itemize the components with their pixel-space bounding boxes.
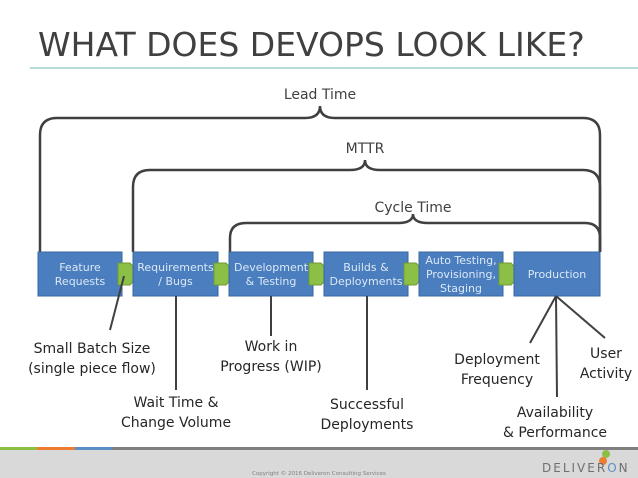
annotation-text: Progress (WIP) — [220, 359, 322, 375]
annotation-text: Frequency — [461, 372, 533, 388]
bracket-label-lead-time: Lead Time — [284, 87, 356, 103]
brackets — [38, 105, 602, 252]
stage-rect — [132, 251, 219, 297]
footer-accent-green — [0, 447, 37, 450]
stage-label: Provisioning, — [426, 268, 496, 281]
annotation-text: Work in — [245, 339, 298, 355]
connector-line — [109, 275, 125, 331]
connector-line — [529, 295, 557, 344]
svg-text:DELIVERON: DELIVERON — [542, 461, 630, 475]
annotation-text: Change Volume — [121, 415, 231, 431]
stage-box: Auto Testing,Provisioning,Staging — [418, 251, 504, 297]
page-title: WHAT DOES DEVOPS LOOK LIKE? — [38, 25, 585, 64]
metric-annotation: Work in Progress (WIP) — [220, 339, 322, 375]
stage-label: Builds & — [343, 261, 389, 274]
connector-line — [555, 295, 558, 398]
stage-label: Requirements — [137, 261, 214, 274]
connector-line — [555, 295, 606, 339]
stage-label: Feature — [59, 261, 101, 274]
annotation-text: & Performance — [503, 425, 607, 441]
bracket-label-cycle-time: Cycle Time — [375, 200, 452, 216]
stage-label: Staging — [440, 282, 482, 295]
stage-box: Production — [513, 251, 601, 297]
annotations: Small Batch Size (single piece flow) Wait … — [28, 339, 632, 441]
stage-label: / Bugs — [158, 275, 193, 288]
stage-box: Builds &Deployments — [323, 251, 409, 297]
copyright: Copyright © 2016 Deliveron Consulting Se… — [252, 470, 386, 477]
annotation-text: Deployments — [321, 417, 414, 433]
annotation-text: Wait Time & — [134, 395, 219, 411]
stage-label: Production — [528, 268, 587, 281]
stage-rect — [37, 251, 123, 297]
annotation-text: Small Batch Size — [34, 341, 151, 357]
annotation-text: User — [590, 346, 622, 362]
footer-accent-orange — [37, 447, 75, 450]
footer-accent-blue — [75, 447, 112, 450]
cycle-time-bracket — [228, 213, 602, 252]
annotation-text: Successful — [330, 397, 404, 413]
stage-label: Deployments — [329, 275, 402, 288]
mttr-bracket — [131, 159, 602, 252]
lead-time-bracket — [38, 105, 602, 252]
stage-label: Development — [234, 261, 309, 274]
stage-rect — [323, 251, 409, 297]
stage-label: & Testing — [246, 275, 297, 288]
annotation-text: Activity — [580, 366, 632, 382]
stage-box: Requirements/ Bugs — [132, 251, 219, 297]
annotation-text: (single piece flow) — [28, 361, 156, 377]
metric-annotation: Availability & Performance — [503, 405, 607, 441]
footer-rule — [0, 447, 638, 450]
stage-rect — [418, 251, 504, 297]
annotation-text: Availability — [517, 405, 593, 421]
bracket-label-mttr: MTTR — [346, 141, 385, 157]
stage-rect — [228, 251, 314, 297]
metric-annotation: Wait Time & Change Volume — [121, 395, 231, 431]
stage-box: Development& Testing — [228, 251, 314, 297]
deliveron-logo: DELIVERON — [542, 450, 630, 475]
metric-annotation: Small Batch Size (single piece flow) — [28, 341, 156, 377]
annotation-text: Deployment — [454, 352, 540, 368]
stage-label: Requests — [55, 275, 106, 288]
annotation-lines — [109, 275, 606, 398]
footer-band — [0, 447, 638, 478]
stage-label: Auto Testing, — [425, 254, 496, 267]
